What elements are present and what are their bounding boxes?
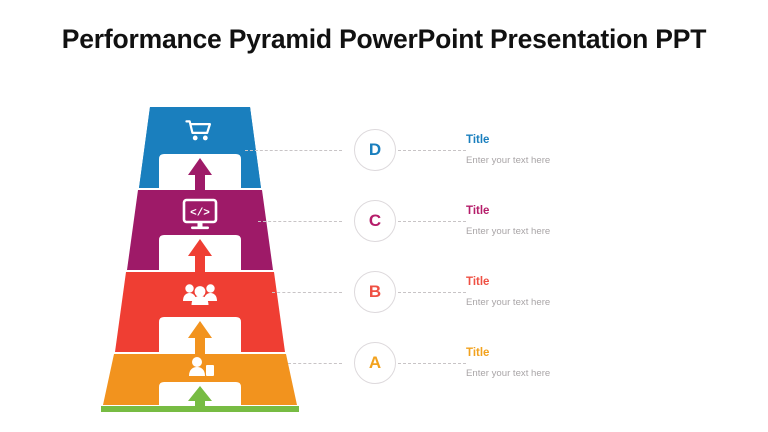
dash-line-left-d	[245, 150, 342, 151]
arrow-into-c	[188, 239, 212, 273]
arrow-into-a	[188, 386, 212, 412]
code-monitor-icon: </>	[182, 198, 218, 230]
base-arrow-stem	[195, 400, 205, 412]
text-block-c: Title Enter your text here	[466, 205, 666, 237]
text-block-b: Title Enter your text here	[466, 276, 666, 308]
svg-text:</>: </>	[190, 208, 210, 220]
pyramid-tier-d-group	[139, 107, 261, 192]
dash-line-left-a	[288, 363, 342, 364]
badge-b-label: B	[368, 282, 382, 301]
arrow-into-d	[188, 158, 212, 192]
badge-d-label: D	[368, 140, 382, 159]
badge-a-label: A	[368, 353, 382, 372]
pyramid-tier-a-group	[103, 354, 297, 412]
text-body-c: Enter your text here	[466, 225, 551, 237]
shopping-cart-icon	[185, 120, 212, 141]
text-body-b: Enter your text here	[466, 296, 551, 308]
text-block-d: Title Enter your text here	[466, 134, 666, 166]
badge-a[interactable]: A	[354, 342, 396, 384]
page-title: Performance Pyramid PowerPoint Presentat…	[61, 24, 707, 54]
badge-d[interactable]: D	[354, 129, 396, 171]
pyramid-diagram: </>	[0, 100, 400, 420]
dash-line-right-a	[398, 363, 466, 364]
support-agent-icon	[189, 357, 214, 376]
badge-c[interactable]: C	[354, 200, 396, 242]
text-body-d: Enter your text here	[466, 154, 551, 166]
people-group-icon	[183, 284, 217, 305]
text-title-d: Title	[466, 134, 490, 146]
dash-line-right-b	[398, 292, 466, 293]
badge-b[interactable]: B	[354, 271, 396, 313]
dash-line-right-c	[398, 221, 466, 222]
pyramid-tier-b-group	[115, 272, 285, 355]
dash-line-left-c	[258, 221, 342, 222]
text-title-c: Title	[466, 205, 490, 217]
arrow-into-b	[188, 321, 212, 355]
text-block-a: Title Enter your text here	[466, 347, 666, 379]
text-title-a: Title	[466, 347, 490, 359]
dash-line-right-d	[398, 150, 466, 151]
text-body-a: Enter your text here	[466, 367, 551, 379]
text-title-b: Title	[466, 276, 490, 288]
dash-line-left-b	[272, 292, 342, 293]
badge-c-label: C	[368, 211, 382, 230]
pyramid-tier-c-group	[127, 190, 273, 273]
